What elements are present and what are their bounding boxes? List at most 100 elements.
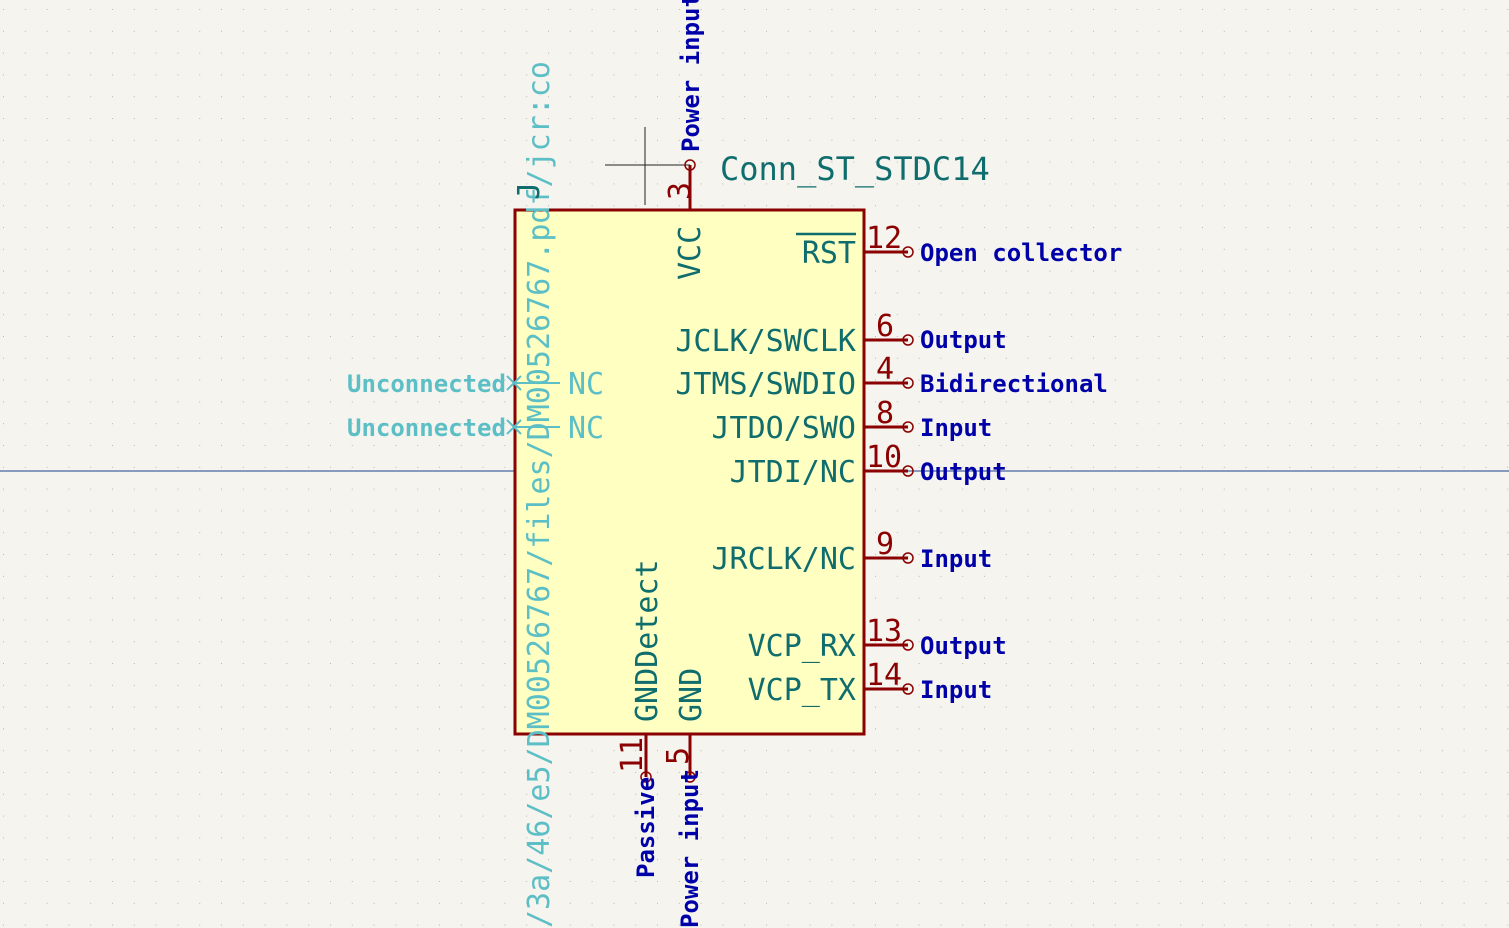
pin-type: Open collector (920, 239, 1122, 267)
pin-end-circle (902, 421, 914, 433)
pin-jtdo-swo[interactable]: 8 JTDO/SWO Input (712, 396, 993, 446)
grid-dot (90, 423, 92, 425)
grid-dot (1441, 837, 1443, 839)
grid-dot (1289, 554, 1291, 555)
grid-dot (1093, 684, 1094, 686)
grid-dot (722, 859, 724, 861)
grid-dot (242, 336, 244, 337)
grid-dot (896, 793, 898, 795)
grid-dot (112, 488, 113, 490)
grid-dot (504, 837, 506, 839)
grid-dot (90, 96, 92, 98)
grid-dot (1376, 227, 1378, 228)
pin-jtdi-nc[interactable]: 10 JTDI/NC Output (730, 440, 1007, 490)
grid-dot (351, 619, 353, 621)
component-body[interactable] (513, 208, 866, 736)
grid-dot (1223, 423, 1225, 425)
grid-dot (286, 227, 288, 228)
grid-dot (133, 52, 135, 54)
grid-dot (3, 401, 4, 403)
grid-dot (46, 684, 48, 686)
grid-dot (591, 74, 593, 76)
grid-dot (1332, 161, 1334, 163)
grid-dot (918, 793, 920, 795)
pin-nc-2[interactable]: Unconnected NC (347, 411, 604, 446)
grid-dot (1485, 248, 1487, 250)
grid-dot (940, 793, 942, 795)
pin-nc-1[interactable]: Unconnected NC (347, 367, 604, 402)
pin-gnd[interactable]: 5 GND Power input (661, 668, 709, 928)
grid-dot (1463, 270, 1465, 272)
grid-dot (1202, 30, 1203, 32)
grid-dot (330, 314, 331, 316)
grid-dot (1114, 510, 1116, 512)
grid-dot (24, 902, 26, 904)
grid-dot (482, 902, 484, 904)
grid-dot (395, 510, 397, 512)
grid-dot (962, 314, 964, 316)
grid-dot (504, 793, 506, 795)
grid-dot (460, 379, 462, 381)
grid-dot (984, 270, 985, 272)
grid-dot (787, 750, 789, 752)
grid-dot (1005, 118, 1007, 119)
grid-dot (1093, 488, 1094, 490)
grid-dot (24, 728, 26, 730)
grid-dot (112, 30, 113, 32)
grid-dot (635, 859, 637, 861)
pin-vcp-rx[interactable]: 13 VCP_RX Output (748, 614, 1007, 664)
grid-dot (504, 445, 506, 446)
pin-jrclk-nc[interactable]: 9 JRCLK/NC Input (712, 527, 993, 577)
grid-dot (308, 161, 310, 163)
pin-rst[interactable]: 12 RST Open collector (796, 221, 1122, 271)
grid-dot (373, 881, 375, 882)
grid-dot (526, 183, 528, 185)
grid-dot (962, 292, 964, 294)
grid-dot (1223, 52, 1225, 54)
grid-dot (1441, 902, 1443, 904)
grid-dot (787, 118, 789, 119)
grid-dot (373, 292, 375, 294)
grid-dot (1245, 74, 1247, 76)
grid-dot (1158, 619, 1160, 621)
pin-gnddetect[interactable]: 11 GNDDetect Passive (615, 559, 665, 878)
grid-dot (112, 510, 113, 512)
grid-dot (24, 270, 26, 272)
grid-dot (351, 96, 353, 98)
pin-jtms-swdio[interactable]: 4 JTMS/SWDIO Bidirectional (675, 352, 1107, 402)
grid-dot (1027, 248, 1029, 250)
grid-dot (242, 379, 244, 381)
grid-dot (1398, 118, 1400, 119)
grid-dot (330, 161, 331, 163)
grid-dot (940, 314, 942, 316)
grid-dot (1049, 641, 1051, 643)
grid-dot (1507, 118, 1509, 119)
grid-dot (1136, 139, 1138, 141)
grid-dot (962, 554, 964, 555)
grid-dot (1049, 314, 1051, 316)
grid-dot (133, 902, 135, 904)
grid-dot (1354, 270, 1356, 272)
grid-dot (155, 510, 157, 512)
pin-type: Input (920, 414, 992, 442)
grid-dot (1441, 859, 1443, 861)
grid-dot (1136, 466, 1138, 468)
grid-dot (1420, 510, 1421, 512)
grid-dot (3, 161, 4, 163)
pin-jclk-swclk[interactable]: 6 JCLK/SWCLK Output (675, 309, 1006, 359)
grid-dot (351, 336, 353, 337)
grid-dot (439, 663, 440, 664)
grid-dot (1223, 772, 1225, 773)
grid-dot (787, 74, 789, 76)
grid-dot (875, 30, 876, 32)
grid-dot (482, 445, 484, 446)
grid-dot (395, 248, 397, 250)
pin-vcp-tx[interactable]: 14 VCP_TX Input (748, 658, 993, 708)
grid-dot (177, 728, 179, 730)
grid-dot (1005, 793, 1007, 795)
grid-dot (46, 314, 48, 316)
grid-dot (1507, 139, 1509, 141)
grid-dot (330, 641, 331, 643)
grid-dot (1332, 554, 1334, 555)
pin-vcc[interactable]: 3 VCC Power input (663, 0, 708, 280)
